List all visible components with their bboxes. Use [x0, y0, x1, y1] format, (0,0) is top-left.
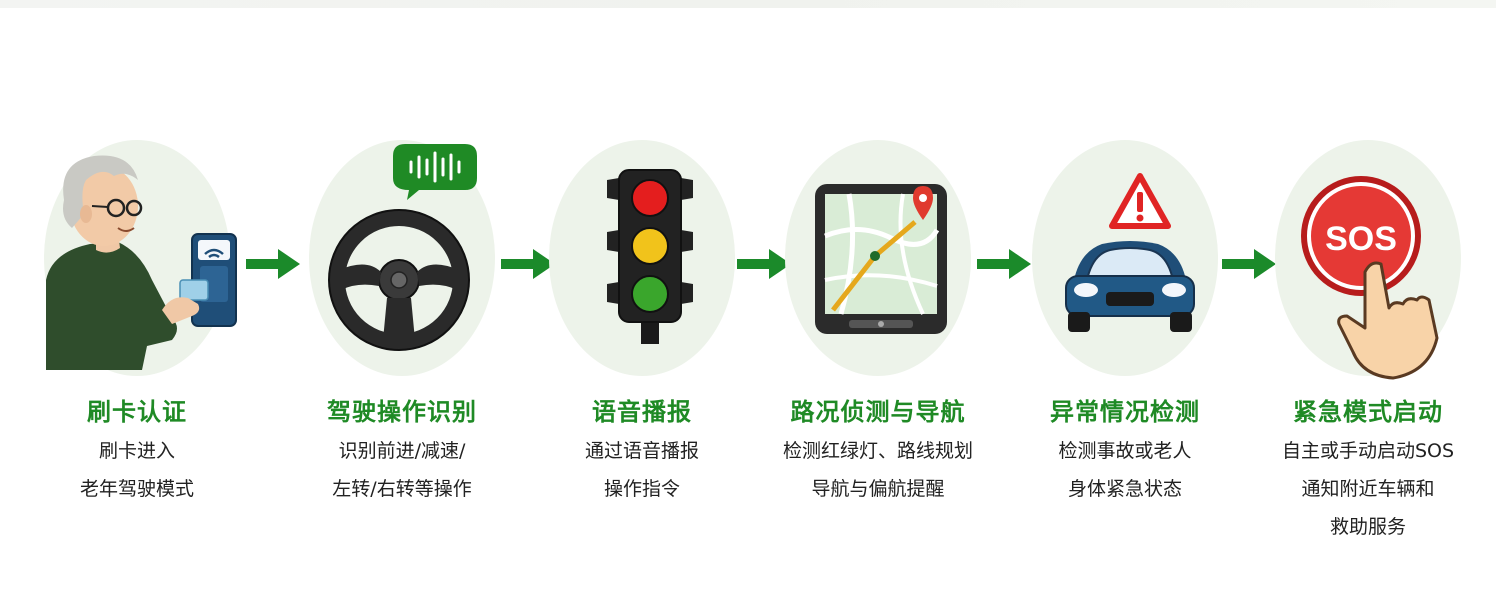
step-title: 驾驶操作识别: [327, 398, 477, 426]
desc-line: 救助服务: [1329, 516, 1406, 538]
elderly-card-swipe-icon: [46, 155, 237, 370]
desc-line: 左转/右转等操作: [332, 478, 472, 500]
sos-label: SOS: [1325, 220, 1397, 258]
step-title: 异常情况检测: [1050, 398, 1200, 426]
desc-line: 识别前进/减速/: [338, 440, 466, 462]
desc-line: 老年驾驶模式: [79, 478, 194, 500]
step-description: 识别前进/减速/ 左转/右转等操作: [287, 432, 517, 508]
sos-button-icon: SOS: [1301, 176, 1439, 380]
desc-line: 导航与偏航提醒: [811, 478, 945, 500]
desc-line: 身体紧急状态: [1067, 478, 1182, 500]
arrow-right-icon: [737, 249, 791, 279]
desc-line: 操作指令: [603, 478, 680, 500]
step-title: 路况侦测与导航: [790, 398, 966, 426]
step-description: 检测红绿灯、路线规划 导航与偏航提醒: [763, 432, 993, 508]
step-description: 通过语音播报 操作指令: [527, 432, 757, 508]
desc-line: 刷卡进入: [98, 440, 175, 462]
desc-line: 检测事故或老人: [1058, 440, 1192, 462]
desc-line: 检测红绿灯、路线规划: [782, 440, 973, 462]
desc-line: 通知附近车辆和: [1301, 478, 1435, 500]
step-title: 刷卡认证: [87, 398, 187, 426]
step-description: 自主或手动启动SOS 通知附近车辆和 救助服务: [1253, 432, 1483, 546]
step-description: 刷卡进入 老年驾驶模式: [22, 432, 252, 508]
arrow-right-icon: [246, 249, 300, 279]
step-title: 语音播报: [592, 398, 692, 426]
arrow-right-icon: [1222, 249, 1276, 279]
steering-wheel-voice-icon: [328, 144, 477, 351]
car-warning-icon: [1065, 173, 1195, 332]
top-edge-band: [0, 0, 1496, 8]
step-description: 检测事故或老人 身体紧急状态: [1010, 432, 1240, 508]
step-title: 紧急模式启动: [1293, 398, 1443, 426]
map-navigation-icon: [815, 184, 947, 334]
desc-line: 自主或手动启动SOS: [1281, 440, 1455, 462]
traffic-light-icon: [607, 169, 693, 344]
arrow-right-icon: [501, 249, 555, 279]
arrow-right-icon: [977, 249, 1031, 279]
desc-line: 通过语音播报: [584, 440, 699, 462]
